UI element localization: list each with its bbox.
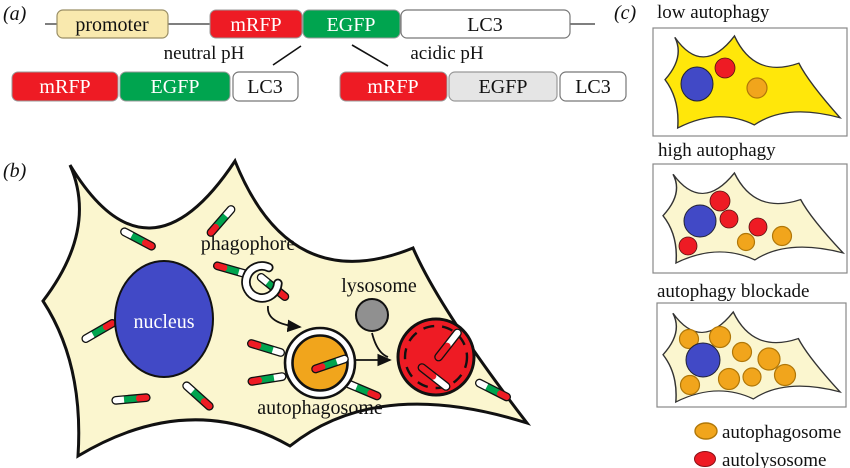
mrfp-box [209, 9, 303, 39]
lc3-box [232, 71, 299, 102]
autophagosome-label: autophagosome [257, 397, 383, 419]
autolysosome-dot [719, 209, 739, 229]
neutral-branch-line [272, 45, 302, 66]
autophagosome-legend-label: autophagosome [722, 422, 841, 443]
nucleus [680, 66, 714, 102]
lc3-box [400, 9, 571, 39]
nucleus [114, 260, 214, 378]
autophagosome-dot [757, 347, 781, 371]
egfp-quenched-label: EGFP [479, 76, 528, 98]
phagophore-membrane [242, 262, 281, 301]
egfp-box [302, 9, 401, 39]
autophagy-blockade-title: autophagy blockade [657, 281, 809, 302]
autolysosome-legend-icon [694, 451, 716, 467]
autophagosome-dot [731, 341, 753, 363]
legend: autophagosome autolysosome [694, 422, 841, 468]
phagophore-label: phagophore [201, 233, 296, 255]
autophagosome-dot [679, 374, 701, 396]
mrfp-label: mRFP [39, 76, 90, 98]
autolysosome-legend-label: autolysosome [722, 450, 827, 468]
panel-b: (b) nucleus phagophore lysosome [3, 159, 529, 458]
nucleus-label: nucleus [133, 311, 194, 333]
promoter-box [56, 9, 169, 39]
panel-a: (a) promoter mRFP EGFP LC3 neutral pH ac… [3, 3, 627, 102]
mrfp-box [11, 71, 119, 102]
acidic-branch-line [351, 44, 389, 67]
panel-b-label: (b) [3, 160, 27, 182]
autophagosome-dot [678, 328, 700, 350]
mrfp-label: mRFP [367, 76, 418, 98]
mrfp-label: mRFP [230, 14, 281, 36]
promoter-label: promoter [75, 14, 149, 36]
autophagosome-dot [742, 367, 762, 387]
autophagosome-dot [773, 363, 797, 387]
lc3-label: LC3 [467, 14, 503, 36]
maturation-arrow [267, 305, 302, 333]
low-autophagy-title: low autophagy [657, 2, 770, 23]
egfp-box [119, 71, 231, 102]
lc3-label: LC3 [575, 76, 611, 98]
autolysosome-dot [678, 236, 698, 256]
autolysosome-inner-membrane [403, 324, 469, 390]
lc3-box [559, 71, 627, 102]
lc3-label: LC3 [247, 76, 283, 98]
autophagosome-legend-icon [694, 422, 718, 440]
egfp-label: EGFP [327, 14, 376, 36]
autolysosome-dot [714, 57, 736, 79]
egfp-quenched-box [448, 71, 558, 102]
mrfp-box [339, 71, 448, 102]
autophagosome-dot [771, 225, 793, 247]
lysosome-label: lysosome [341, 275, 417, 297]
high-autophagy-title: high autophagy [658, 140, 776, 161]
autophagosome-dot [746, 77, 768, 99]
nucleus [683, 204, 717, 238]
acidic-ph-label: acidic pH [410, 43, 484, 64]
nucleus [685, 342, 721, 378]
autophagosome-dot [736, 232, 756, 252]
neutral-ph-label: neutral pH [164, 43, 245, 64]
panel-c-label: (c) [614, 2, 637, 24]
panel-a-label: (a) [3, 3, 27, 25]
lysosome [355, 298, 389, 332]
autophagosome-dot [708, 325, 732, 349]
autolysosome-dot [748, 217, 768, 237]
autolysosome-dot [709, 190, 731, 212]
autophagosome-dot [717, 367, 741, 391]
egfp-label: EGFP [151, 76, 200, 98]
panel-c: (c) low autophagy high autophagy autopha… [614, 2, 848, 468]
